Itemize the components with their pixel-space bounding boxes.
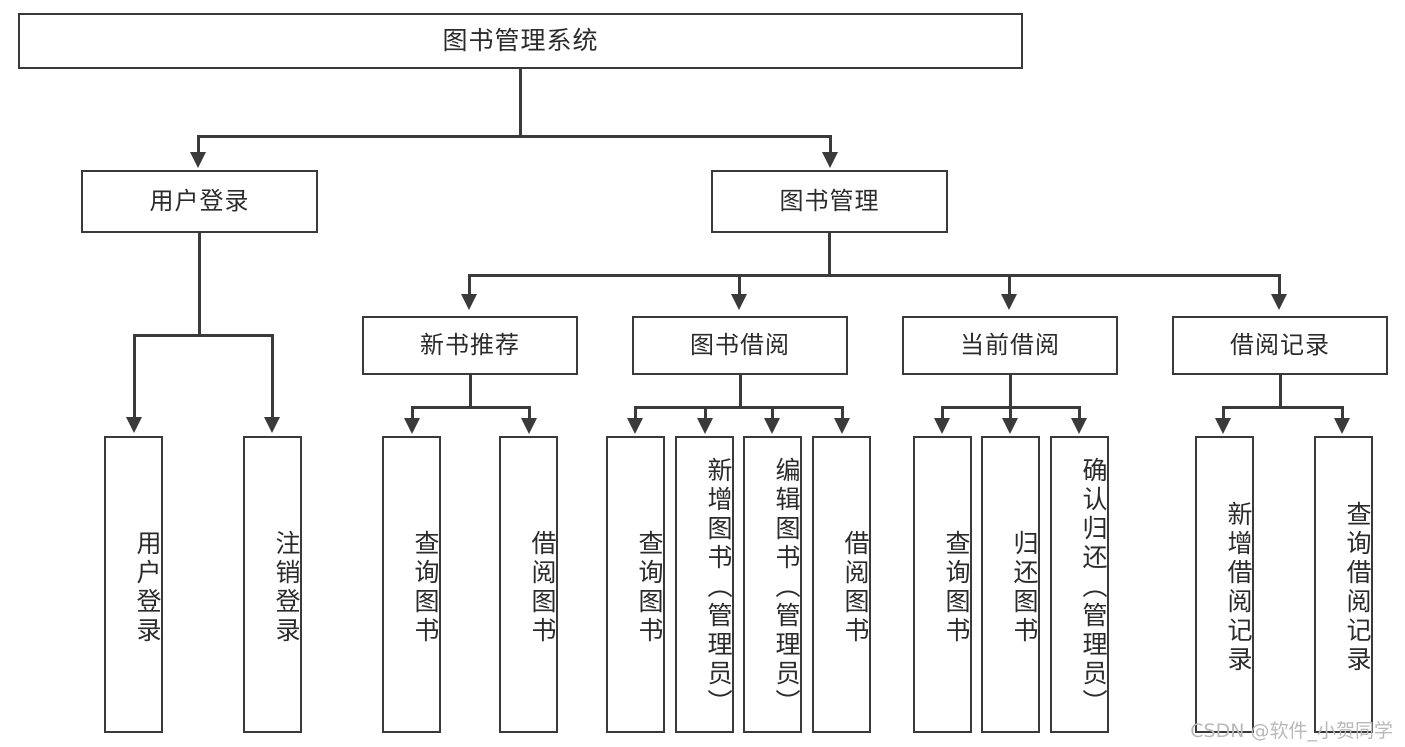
arrowhead-root-to-book-manage — [822, 152, 838, 168]
node-label: 图书管理 — [779, 187, 880, 216]
node-label: 借阅记录 — [1230, 331, 1330, 360]
leaf-borrow-edit-book-admin[interactable]: 编辑图书（管理员） — [743, 436, 802, 733]
connector-new-book-to-leaf-2 — [528, 406, 531, 420]
node-label: 用户登录 — [133, 529, 162, 646]
connector-book-manage-bus — [468, 274, 1280, 277]
arrowhead-current-borrow-leaf-2 — [1002, 418, 1018, 434]
node-label: 新增借阅记录 — [1224, 500, 1253, 675]
node-label: 归还图书 — [1010, 529, 1039, 646]
node-label: 注销登录 — [272, 529, 301, 646]
arrowhead-user-login-leaf-2 — [264, 417, 280, 433]
node-user-login[interactable]: 用户登录 — [81, 170, 318, 233]
connector-root-to-user-login — [197, 135, 200, 154]
node-label: 新增图书（管理员） — [704, 457, 733, 718]
node-label: 借阅图书 — [528, 529, 557, 646]
connector-book-borrow-to-leaf-1 — [634, 406, 637, 420]
connector-new-book-stem — [469, 375, 472, 408]
connector-new-book-to-leaf-1 — [411, 406, 414, 420]
node-label: 查询图书 — [635, 529, 664, 646]
connector-borrow-record-stem — [1279, 375, 1282, 408]
node-borrow-record[interactable]: 借阅记录 — [1172, 316, 1388, 375]
arrowhead-book-borrow-leaf-4 — [834, 418, 850, 434]
arrowhead-book-borrow-leaf-3 — [764, 418, 780, 434]
connector-root-bus — [197, 135, 832, 138]
connector-user-login-bus — [133, 334, 273, 337]
connector-book-manage-stem — [828, 233, 831, 276]
leaf-user-login[interactable]: 用户登录 — [104, 436, 163, 733]
connector-borrow-record-to-leaf-1 — [1222, 406, 1225, 420]
connector-current-borrow-to-leaf-1 — [941, 406, 944, 420]
connector-user-login-stem — [198, 233, 201, 336]
node-label: 用户登录 — [149, 187, 250, 216]
leaf-new-book-borrow[interactable]: 借阅图书 — [499, 436, 558, 733]
connector-user-login-to-leaf-1 — [133, 334, 136, 419]
leaf-current-return-book[interactable]: 归还图书 — [981, 436, 1040, 733]
node-label: 查询图书 — [411, 529, 440, 646]
node-label: 查询图书 — [942, 529, 971, 646]
connector-book-borrow-to-leaf-3 — [771, 406, 774, 420]
connector-root-to-book-manage — [829, 135, 832, 154]
node-current-borrow[interactable]: 当前借阅 — [902, 316, 1118, 375]
node-new-book-recommend[interactable]: 新书推荐 — [362, 316, 578, 375]
arrowhead-current-borrow — [1001, 294, 1017, 310]
node-book-borrow[interactable]: 图书借阅 — [632, 316, 848, 375]
leaf-borrow-query-book[interactable]: 查询图书 — [606, 436, 665, 733]
arrowhead-book-borrow — [731, 294, 747, 310]
node-root-book-management-system[interactable]: 图书管理系统 — [18, 13, 1023, 69]
leaf-current-confirm-return-admin[interactable]: 确认归还（管理员） — [1050, 436, 1109, 733]
connector-book-manage-to-book-borrow — [738, 274, 741, 296]
node-label: 编辑图书（管理员） — [772, 457, 801, 718]
leaf-logout[interactable]: 注销登录 — [243, 436, 302, 733]
connector-root-stem — [519, 69, 522, 137]
connector-book-borrow-to-leaf-2 — [704, 406, 707, 420]
connector-new-book-bus — [411, 406, 530, 409]
arrowhead-borrow-record — [1271, 294, 1287, 310]
connector-book-borrow-bus — [634, 406, 842, 409]
connector-book-borrow-to-leaf-4 — [841, 406, 844, 420]
node-label: 确认归还（管理员） — [1079, 457, 1108, 718]
leaf-record-query[interactable]: 查询借阅记录 — [1314, 436, 1373, 733]
connector-current-borrow-stem — [1009, 375, 1012, 408]
node-label: 图书管理系统 — [442, 26, 599, 55]
leaf-current-query-book[interactable]: 查询图书 — [913, 436, 972, 733]
connector-book-borrow-stem — [739, 375, 742, 408]
node-label: 查询借阅记录 — [1343, 500, 1372, 675]
connector-user-login-to-leaf-2 — [271, 334, 274, 419]
arrowhead-current-borrow-leaf-1 — [934, 418, 950, 434]
node-label: 新书推荐 — [420, 331, 520, 360]
connector-borrow-record-to-leaf-2 — [1341, 406, 1344, 420]
node-label: 图书借阅 — [690, 331, 790, 360]
arrowhead-new-book-leaf-1 — [404, 418, 420, 434]
arrowhead-borrow-record-leaf-1 — [1215, 418, 1231, 434]
leaf-record-add[interactable]: 新增借阅记录 — [1195, 436, 1254, 733]
connector-current-borrow-to-leaf-3 — [1078, 406, 1081, 420]
arrowhead-new-book-leaf-2 — [521, 418, 537, 434]
arrowhead-current-borrow-leaf-3 — [1071, 418, 1087, 434]
arrowhead-user-login-leaf-1 — [126, 417, 142, 433]
arrowhead-book-borrow-leaf-1 — [627, 418, 643, 434]
node-book-management[interactable]: 图书管理 — [711, 170, 948, 233]
connector-current-borrow-to-leaf-2 — [1009, 406, 1012, 420]
connector-book-manage-to-current-borrow — [1008, 274, 1011, 296]
arrowhead-book-borrow-leaf-2 — [697, 418, 713, 434]
arrowhead-borrow-record-leaf-2 — [1334, 418, 1350, 434]
node-label: 借阅图书 — [841, 529, 870, 646]
connector-book-manage-to-borrow-record — [1278, 274, 1281, 296]
leaf-borrow-add-book-admin[interactable]: 新增图书（管理员） — [675, 436, 734, 733]
arrowhead-new-book-rec — [461, 294, 477, 310]
leaf-borrow-borrow-book[interactable]: 借阅图书 — [812, 436, 871, 733]
node-label: 当前借阅 — [960, 331, 1060, 360]
connector-borrow-record-bus — [1222, 406, 1342, 409]
leaf-new-book-query[interactable]: 查询图书 — [382, 436, 441, 733]
arrowhead-root-to-user-login — [190, 152, 206, 168]
connector-book-manage-to-new-book — [468, 274, 471, 296]
